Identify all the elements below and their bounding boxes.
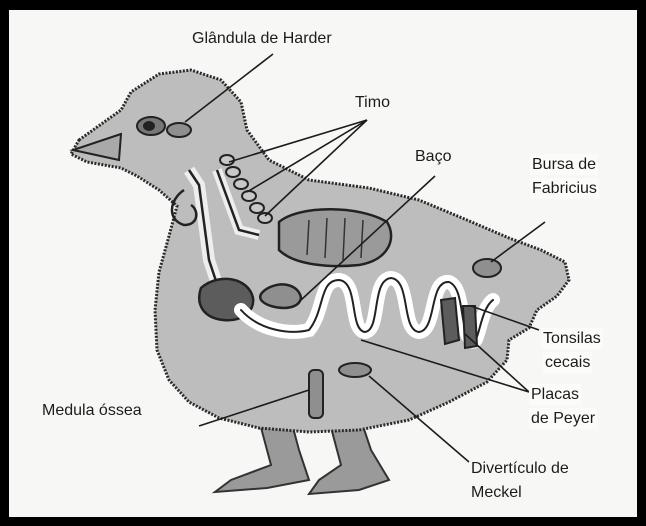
- bone-marrow: [309, 370, 323, 418]
- label-baco: Baço: [415, 146, 451, 167]
- label-timo: Timo: [355, 92, 390, 113]
- label-placas-line2: de Peyer: [529, 408, 597, 429]
- label-diverticulo-line1: Divertículo de: [471, 458, 569, 479]
- label-glandula-harder: Glândula de Harder: [192, 28, 332, 49]
- label-tonsilas-line1: Tonsilas: [541, 328, 603, 349]
- label-bursa-line1: Bursa de: [530, 154, 598, 175]
- chick-lymphoid-organs-diagram: [9, 10, 637, 517]
- harderian-gland: [167, 123, 191, 137]
- label-tonsilas-line2: cecais: [543, 352, 592, 373]
- label-bursa-line2: Fabricius: [530, 178, 599, 199]
- lung: [279, 209, 391, 266]
- label-placas-line1: Placas: [529, 384, 581, 405]
- label-medula-ossea: Medula óssea: [42, 400, 142, 421]
- spleen: [260, 284, 301, 307]
- eye: [137, 117, 165, 135]
- label-diverticulo-line2: Meckel: [471, 482, 522, 503]
- meckel-diverticulum: [339, 363, 371, 377]
- bursa-of-fabricius: [473, 259, 501, 277]
- diagram-paper: Glândula de Harder Timo Baço Bursa de Fa…: [9, 10, 637, 517]
